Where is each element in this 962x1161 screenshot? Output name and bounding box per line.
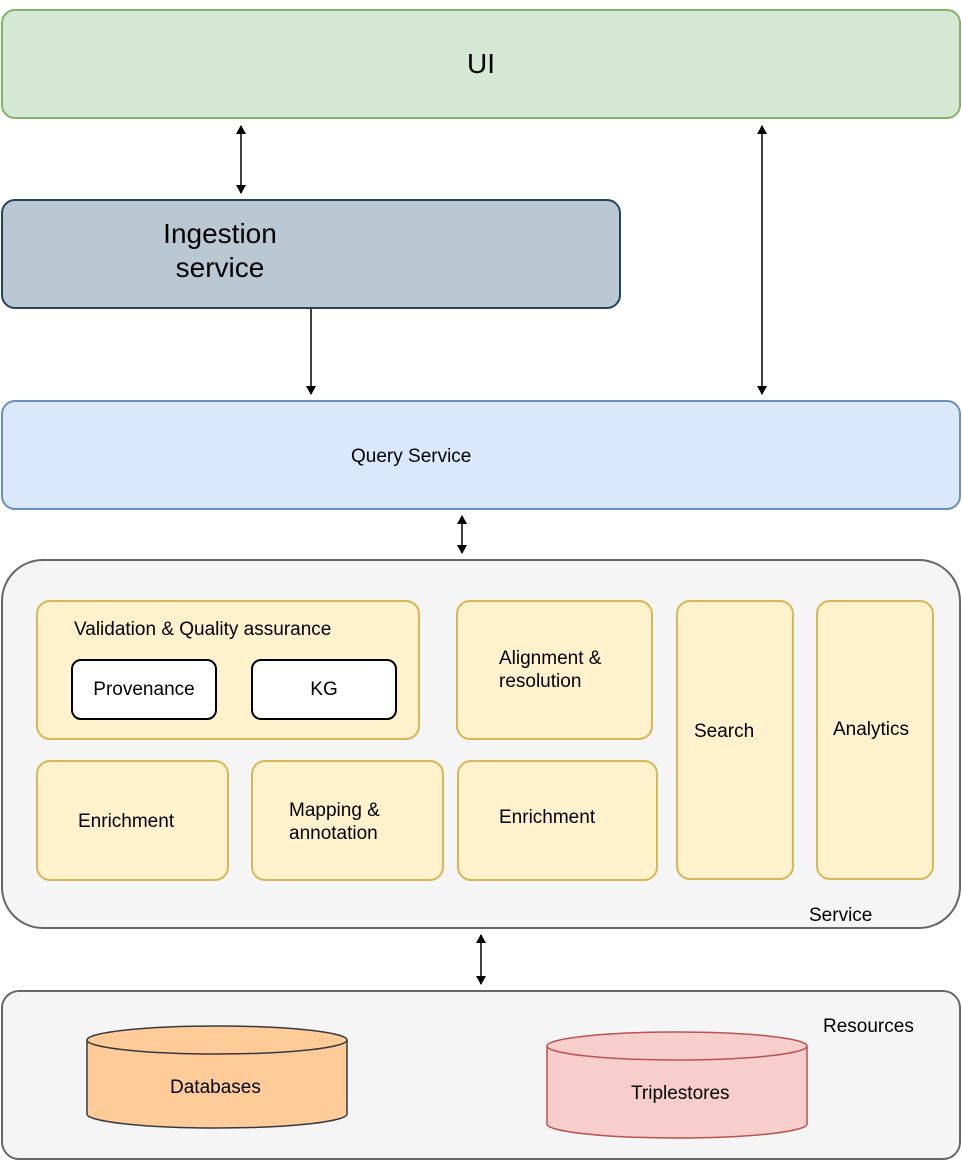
- enrichment-left-module: Enrichment: [36, 760, 229, 881]
- query-label: Query Service: [351, 446, 472, 467]
- enrichment-mid-label: Enrichment: [499, 807, 596, 828]
- alignment-label: Alignment & resolution: [499, 648, 602, 692]
- analytics-module: Analytics: [816, 600, 934, 880]
- query-service: Query Service: [1, 400, 961, 510]
- databases-label: Databases: [170, 1077, 261, 1098]
- ingestion-service: Ingestion service: [1, 199, 621, 309]
- search-module: Search: [676, 600, 794, 880]
- alignment-resolution-module: Alignment & resolution: [456, 600, 653, 740]
- ingestion-label: Ingestion service: [163, 218, 277, 283]
- search-label: Search: [694, 721, 755, 742]
- enrichment-mid-module: Enrichment: [457, 760, 658, 881]
- ui-label: UI: [467, 48, 495, 79]
- ui-layer: UI: [1, 9, 961, 119]
- validation-label: Validation & Quality assurance: [74, 619, 332, 640]
- mapping-label: Mapping & annotation: [289, 800, 380, 844]
- kg-label: KG: [310, 678, 338, 700]
- resources-label: Resources: [823, 1016, 914, 1037]
- provenance-module: Provenance: [71, 659, 217, 720]
- triplestores-label: Triplestores: [631, 1083, 730, 1104]
- mapping-annotation-module: Mapping & annotation: [251, 760, 444, 881]
- resources-container: Resources: [1, 990, 961, 1160]
- provenance-label: Provenance: [93, 678, 195, 700]
- analytics-label: Analytics: [833, 719, 910, 740]
- service-label: Service: [809, 905, 873, 926]
- kg-module: KG: [251, 659, 397, 720]
- enrichment-left-label: Enrichment: [78, 811, 175, 832]
